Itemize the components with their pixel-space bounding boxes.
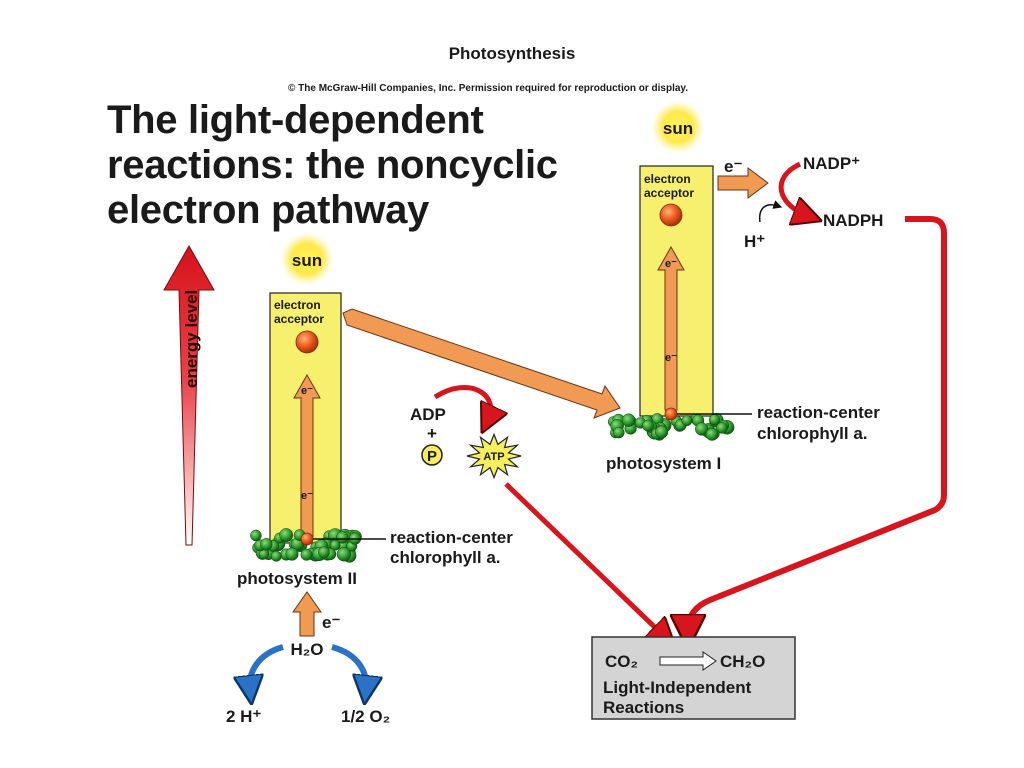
water-splitting-group: e⁻ H₂O 2 H⁺ 1/2 O₂: [226, 591, 390, 726]
ps1-rc-label-1: reaction-center: [757, 403, 880, 422]
photosystem-i-group: sun electron acceptor e⁻ e⁻ reaction-cen…: [606, 99, 880, 473]
ps2-rc-label-1: reaction-center: [390, 528, 513, 547]
nadp-plus-label: NADP⁺: [803, 154, 860, 173]
chlorophyll-molecule: [300, 548, 313, 561]
nadph-to-calvin-arrow: [688, 216, 947, 632]
adp-plus-label: +: [427, 424, 437, 443]
heading-line-1: The light-dependent: [107, 98, 484, 142]
phosphate-icon: [421, 444, 443, 466]
energy-level-arrow: energy level: [163, 244, 215, 546]
ch2o-label: CH₂O: [720, 652, 765, 671]
sun-icon: [279, 231, 335, 287]
light-independent-box: CO₂ CH₂O Light-Independent Reactions: [591, 636, 796, 720]
atp-starburst-icon: [466, 432, 522, 480]
heading-line-2: reactions: the noncyclic: [107, 143, 558, 187]
light-independent-label-2: Reactions: [603, 698, 684, 717]
ps1-electron-acceptor-ball: [659, 203, 683, 227]
chlorophyll-molecule: [336, 547, 352, 562]
chlorophyll-molecule: [621, 413, 636, 427]
ps2-name-label: photosystem II: [237, 569, 357, 588]
water-to-oxygen-arrow: [331, 644, 366, 690]
water-molecule-label: H₂O: [290, 640, 323, 659]
ps2-electron-excitation-arrow: [293, 373, 321, 538]
ps1-chlorophyll-cluster: [607, 413, 735, 441]
chlorophyll-molecule: [705, 428, 719, 441]
ps2-rc-label-2: chlorophyll a.: [390, 548, 501, 567]
ps1-name-label: photosystem I: [606, 454, 721, 473]
photosystem-ii-group: sun electron acceptor e⁻ e⁻ reaction-cen…: [237, 231, 513, 588]
ps1-rc-label-2: chlorophyll a.: [757, 424, 868, 443]
ps2-electron-label-top: e⁻: [301, 385, 313, 397]
ps2-acceptor-label-1: electron: [274, 298, 321, 312]
nadp-proton-label: H⁺: [744, 232, 765, 251]
chlorophyll-molecule: [318, 546, 330, 559]
water-to-proton-arrow: [250, 644, 284, 690]
ps2-reaction-center-ball: [300, 532, 314, 546]
chlorophyll-molecule: [716, 422, 728, 434]
ps1-sun-label: sun: [663, 119, 693, 138]
nadp-electron-label: e⁻: [724, 157, 742, 176]
ps1-electron-excitation-arrow: [657, 245, 685, 411]
adp-label: ADP: [410, 405, 446, 424]
atp-synthesis-group: ADP + P ATP: [410, 385, 665, 637]
chlorophyll-molecule: [336, 531, 349, 544]
nadp-reduction-group: e⁻ NADP⁺ H⁺ NADPH: [717, 154, 883, 251]
oxygen-product-label: 1/2 O₂: [341, 707, 390, 726]
proton-product-label: 2 H⁺: [226, 707, 261, 726]
sun-icon: [650, 99, 706, 155]
energy-level-label: energy level: [182, 290, 201, 388]
chlorophyll-molecule: [642, 419, 654, 432]
ps2-electron-acceptor-ball: [295, 330, 319, 354]
light-independent-label-1: Light-Independent: [603, 678, 752, 697]
co2-label: CO₂: [605, 652, 638, 671]
chlorophyll-molecule: [250, 529, 262, 542]
ps1-electron-label-top: e⁻: [665, 258, 677, 270]
nadp-reduction-arrow: [778, 161, 808, 216]
chlorophyll-molecule: [279, 528, 294, 543]
slide-title: Photosynthesis: [448, 44, 576, 63]
chlorophyll-molecule: [655, 425, 669, 439]
chlorophyll-molecule: [695, 422, 709, 436]
ps1-acceptor-label-1: electron: [644, 172, 691, 186]
atp-label: ATP: [483, 451, 504, 463]
chlorophyll-molecule: [260, 538, 273, 551]
phosphate-label: P: [427, 448, 437, 465]
ps1-reaction-center-ball: [664, 407, 678, 421]
ps1-electron-label-bottom: e⁻: [665, 352, 677, 364]
chlorophyll-molecule: [329, 539, 341, 551]
water-electron-arrow: [292, 591, 322, 637]
proton-input-arrow: [758, 200, 783, 223]
ps2-acceptor-label-2: acceptor: [274, 312, 324, 326]
heading-line-3: electron pathway: [107, 188, 429, 232]
chlorophyll-molecule: [708, 414, 721, 426]
chlorophyll-molecule: [681, 415, 693, 427]
ps1-acceptor-label-2: acceptor: [644, 186, 694, 200]
chlorophyll-molecule: [285, 547, 299, 561]
ps1-to-nadp-electron-arrow: [717, 167, 769, 199]
adp-to-atp-arrow: [433, 385, 491, 420]
nadph-label: NADPH: [823, 211, 883, 230]
diagram-heading: The light-dependent reactions: the noncy…: [107, 98, 558, 233]
water-electron-label: e⁻: [322, 613, 340, 632]
co2-to-ch2o-arrow: [659, 651, 717, 671]
copyright-notice: © The McGraw-Hill Companies, Inc. Permis…: [288, 83, 689, 94]
ps2-sun-label: sun: [292, 251, 322, 270]
chlorophyll-molecule: [270, 550, 282, 562]
ps2-electron-label-bottom: e⁻: [301, 490, 313, 502]
ps2-to-ps1-transfer-arrow: [342, 308, 621, 419]
atp-to-calvin-arrow: [504, 482, 665, 637]
chlorophyll-molecule: [613, 426, 625, 439]
